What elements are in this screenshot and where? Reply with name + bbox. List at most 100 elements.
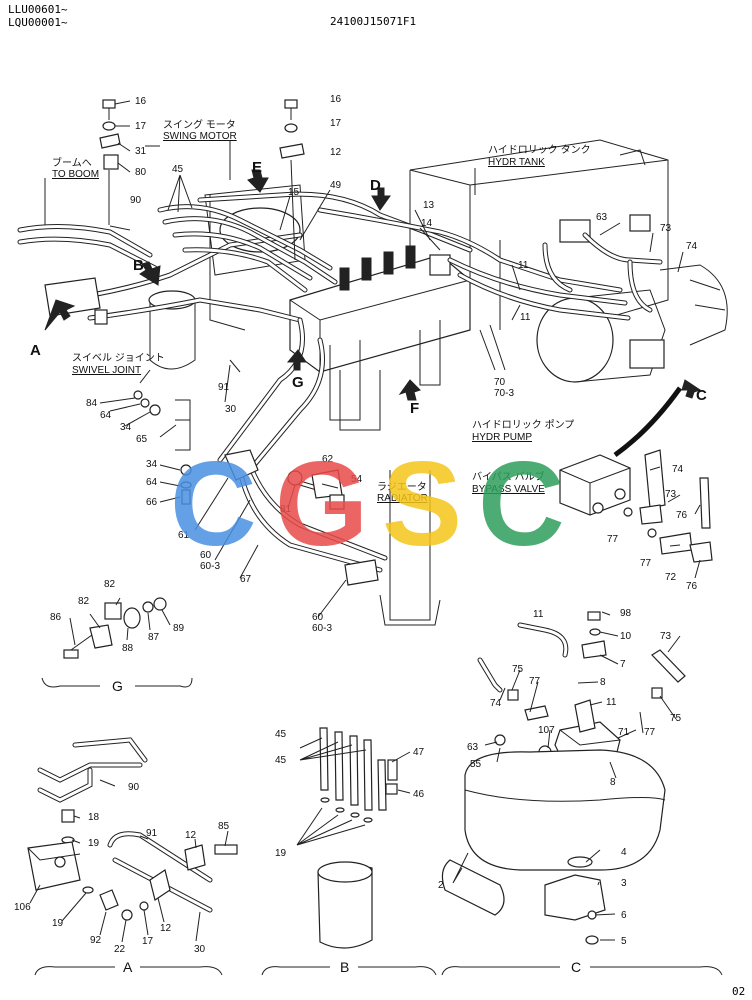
part-no: 12 [160, 923, 172, 934]
view-arrows [44, 169, 702, 401]
part-no: 85 [218, 821, 230, 832]
part-no: 22 [114, 944, 126, 955]
part-no: 11 [606, 697, 617, 708]
part-no: 31 [135, 146, 147, 157]
watermark-letter: S [382, 437, 462, 571]
part-no: 65 [136, 434, 148, 445]
section-label-b: B [340, 959, 349, 975]
part-no: 6 [621, 910, 627, 921]
detail-c-parts [441, 611, 723, 976]
part-no: 12 [330, 147, 342, 158]
part-no: 74 [490, 698, 502, 709]
part-no: 63 [596, 212, 608, 223]
part-no: 2 [438, 880, 444, 891]
hydr-tank-label: HYDR TANK [488, 157, 545, 168]
swing-motor-jp-label: スイング モータ [163, 118, 236, 131]
leader-lines [44, 100, 701, 618]
part-no: 46 [413, 789, 425, 800]
swivel-joint-jp-label: スイベル ジョイント [72, 352, 165, 364]
radiator-label: RADIATOR [377, 493, 428, 504]
hydr-pump-jp-label: ハイドロリック ポンプ [472, 419, 574, 431]
watermark-letter: C [478, 437, 565, 571]
part-no: 34 [120, 422, 132, 433]
part-no: 88 [122, 643, 134, 654]
part-no: 70-3 [494, 388, 514, 399]
part-no: 17 [142, 936, 154, 947]
main-small-parts [44, 277, 713, 586]
part-no: 5 [621, 936, 627, 947]
part-no: 18 [88, 812, 100, 823]
part-no: 17 [135, 121, 147, 132]
part-no: 16 [330, 94, 342, 105]
part-no: 49 [330, 180, 342, 191]
part-no: 11 [518, 260, 529, 271]
part-no: 55 [470, 759, 482, 770]
part-no: 54 [351, 474, 363, 485]
radiator-support [339, 370, 441, 626]
part-number-callouts: 16 17 31 80 16 17 12 45 15 49 13 14 90 6… [14, 94, 698, 955]
part-no: 19 [88, 838, 100, 849]
part-no: 77 [607, 534, 619, 545]
page-code: 02 [732, 985, 745, 998]
part-no: 73 [660, 223, 672, 234]
part-no: 34 [146, 459, 158, 470]
part-no: 11 [520, 312, 531, 323]
part-no: 76 [676, 510, 688, 521]
part-no: 75 [512, 664, 524, 675]
cgsc-watermark-logo: C G S C [170, 437, 565, 571]
part-no: 8 [610, 777, 616, 788]
view-letter-e: E [252, 159, 262, 176]
part-no: 63 [467, 742, 479, 753]
view-letter-b: B [133, 257, 144, 274]
part-no: 77 [644, 727, 656, 738]
serial-range-1: LLU00601~ [8, 3, 68, 16]
part-no: 12 [185, 830, 197, 841]
part-no: 72 [665, 572, 677, 583]
detail-a-parts [27, 737, 238, 976]
part-no: 15 [288, 187, 300, 198]
part-no: 66 [146, 497, 158, 508]
view-letter-f: F [410, 400, 419, 417]
part-no: 67 [240, 574, 252, 585]
part-no: 17 [330, 118, 342, 129]
part-no: 60 [200, 550, 212, 561]
view-letter-c: C [696, 387, 707, 404]
part-no: 45 [275, 755, 287, 766]
part-no: 30 [194, 944, 206, 955]
part-no: 77 [640, 558, 652, 569]
part-no: 84 [86, 398, 98, 409]
part-no: 75 [670, 713, 682, 724]
section-label-c: C [571, 959, 581, 975]
part-no: 7 [620, 659, 626, 670]
part-no: 86 [50, 612, 62, 623]
hydr-pump-label: HYDR PUMP [472, 432, 532, 443]
part-no: 73 [660, 631, 672, 642]
part-no: 14 [421, 218, 433, 229]
swing-motor-label: SWING MOTOR [163, 131, 237, 142]
detail-b-parts [261, 727, 437, 976]
fitting-stack-right [279, 99, 305, 261]
hydraulic-pump [536, 264, 728, 383]
part-no: 81 [280, 504, 292, 515]
part-no: 98 [620, 608, 632, 619]
serial-range-2: LQU00001~ [8, 16, 68, 29]
bypass-valve [559, 454, 631, 516]
view-letter-d: D [370, 177, 381, 194]
part-no: 45 [275, 729, 287, 740]
part-no: 80 [135, 167, 147, 178]
part-no: 70 [494, 377, 506, 388]
fitting-stack-left [99, 99, 121, 225]
part-no: 90 [128, 782, 140, 793]
watermark-letter: G [275, 437, 368, 571]
part-no: 4 [621, 847, 627, 858]
part-no: 91 [218, 382, 230, 393]
watermark-letter: C [170, 437, 257, 571]
part-no: 107 [538, 725, 555, 736]
part-no: 77 [529, 676, 541, 687]
hydr-tank-jp-label: ハイドロリック タンク [488, 144, 591, 156]
drawing-number: 24100J15071F1 [330, 15, 416, 28]
part-no: 30 [225, 404, 237, 415]
part-no: 82 [104, 579, 116, 590]
part-no: 74 [672, 464, 684, 475]
